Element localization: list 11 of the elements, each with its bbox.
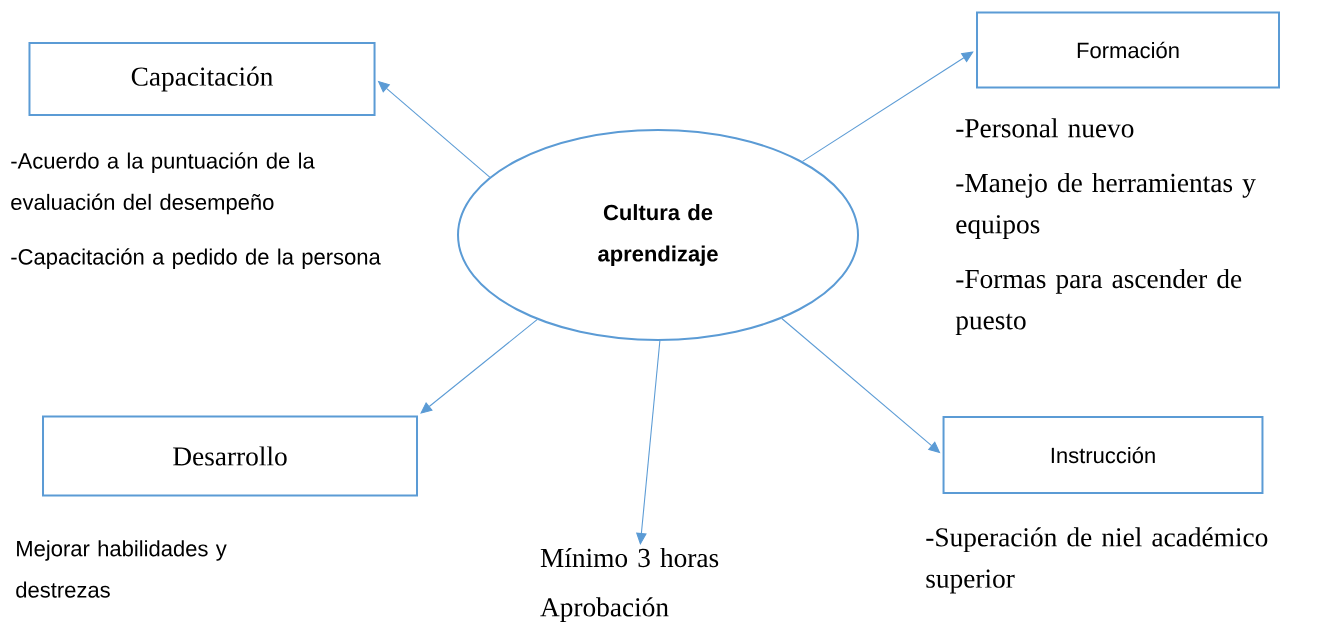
process-box: Formación — [976, 11, 1280, 89]
process-box: Capacitación — [28, 42, 376, 116]
bullet-text: -Acuerdo a la puntuación de la evaluación del desempeño -Capacitación a pedido de la persona — [11, 152, 381, 269]
note-text: Mínimo 3 horas Aprobación — [540, 547, 719, 623]
bullet-text: -Personal nuevo -Manejo de herramientas y equipos -Formas para ascender de puesto — [955, 118, 1256, 336]
arrow — [802, 51, 974, 162]
process-box: Desarrollo — [42, 415, 418, 497]
arrow — [420, 319, 538, 414]
bullet-text: Mejorar habilidades y destrezas — [16, 540, 227, 598]
process-box: Instrucción — [942, 416, 1264, 494]
bullet-text: -Superación de niel académico superior — [926, 527, 1268, 594]
